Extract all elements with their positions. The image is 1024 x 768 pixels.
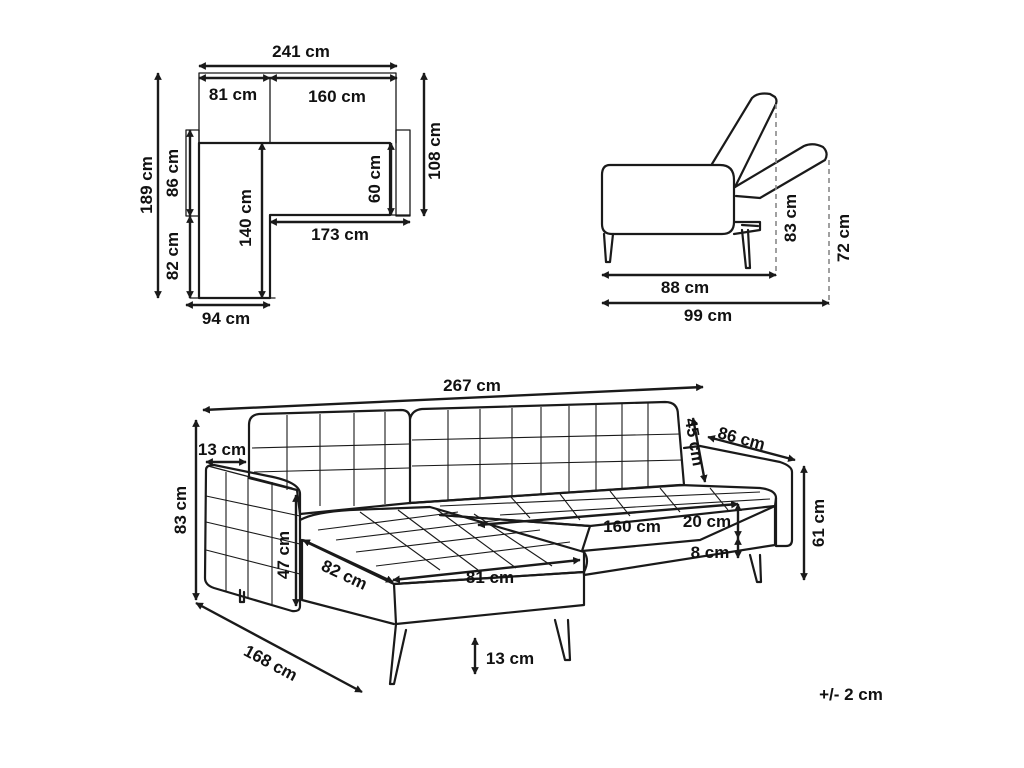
dim-line-front-back-height <box>690 417 708 483</box>
label-side-upright-depth: 88 cm <box>661 278 709 297</box>
perspective-view: 267 cm 45 cm 13 cm 86 cm 83 cm 47 cm 82 … <box>171 376 828 694</box>
label-front-seat-width: 160 cm <box>603 517 661 536</box>
label-top-bottom-width: 94 cm <box>202 309 250 328</box>
label-front-arm-width: 13 cm <box>198 440 246 459</box>
dim-line-front-total-length <box>202 383 704 414</box>
label-front-chaise-depth: 82 cm <box>318 556 370 594</box>
label-front-seat-height: 61 cm <box>809 499 828 547</box>
label-top-chaise-inner: 140 cm <box>236 189 255 247</box>
side-view: 88 cm 99 cm 83 cm 72 cm <box>600 92 853 325</box>
label-front-total-length: 267 cm <box>443 376 501 395</box>
label-front-arm-height: 47 cm <box>274 531 293 579</box>
top-view: 241 cm 81 cm 160 cm 189 cm 86 cm 82 cm 1… <box>137 42 444 328</box>
tolerance-note: +/- 2 cm <box>819 685 883 704</box>
label-front-leg-height: 13 cm <box>486 649 534 668</box>
dim-line-front-chaise-width <box>392 556 581 584</box>
label-top-right-depth: 108 cm <box>425 122 444 180</box>
label-side-reclined-depth: 99 cm <box>684 306 732 325</box>
label-front-total-height: 83 cm <box>171 486 190 534</box>
label-side-upright-height: 83 cm <box>781 194 800 242</box>
label-front-seat-offset: 20 cm <box>683 512 731 531</box>
dim-line-front-seat-width <box>477 500 739 529</box>
label-top-seat-depth: 60 cm <box>365 155 384 203</box>
label-side-reclined-height: 72 cm <box>834 214 853 262</box>
side-view-outline <box>600 92 828 270</box>
label-top-total-width: 241 cm <box>272 42 330 61</box>
label-front-arm-depth: 86 cm <box>716 423 767 454</box>
label-front-chaise-width: 81 cm <box>466 568 514 587</box>
label-top-left-upper: 86 cm <box>163 149 182 197</box>
dim-line-front-chaise-depth <box>302 538 394 584</box>
label-front-chaise-length: 168 cm <box>241 641 301 685</box>
label-top-chaise-width: 81 cm <box>209 85 257 104</box>
label-front-seat-thickness: 8 cm <box>691 543 730 562</box>
dim-line-front-arm-depth <box>707 435 796 462</box>
label-top-seat-length: 173 cm <box>311 225 369 244</box>
dim-line-front-chaise-length <box>195 601 363 694</box>
label-top-sofa-width: 160 cm <box>308 87 366 106</box>
label-front-back-height: 45 cm <box>681 417 708 468</box>
label-top-total-depth: 189 cm <box>137 156 156 214</box>
label-top-left-lower: 82 cm <box>163 232 182 280</box>
